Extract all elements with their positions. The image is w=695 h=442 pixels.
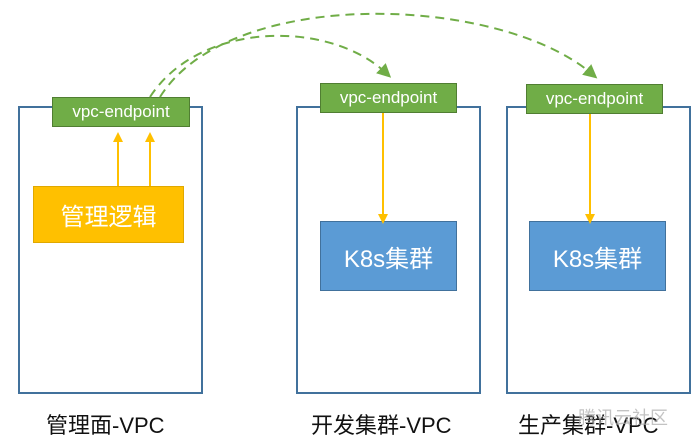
management-logic-box: 管理逻辑 [33, 186, 184, 243]
vpc-label-management: 管理面-VPC [46, 413, 165, 438]
dashed-link-to-dev-endpoint [149, 34, 392, 98]
k8s-cluster-box-dev: K8s集群 [320, 221, 457, 291]
vpc-label-dev-cluster: 开发集群-VPC [311, 413, 452, 438]
watermark-text: 腾讯云社区 [578, 408, 668, 428]
k8s-cluster-box-prod: K8s集群 [529, 221, 666, 291]
vpc-endpoint-management: vpc-endpoint [52, 97, 190, 127]
dashed-link-to-prod-endpoint [159, 12, 598, 98]
vpc-endpoint-dev-cluster: vpc-endpoint [320, 83, 457, 113]
vpc-endpoint-prod-cluster: vpc-endpoint [526, 84, 663, 114]
vpc-label-prod-cluster: 生产集群-VPC [518, 413, 659, 438]
vpc-box-management [18, 106, 203, 394]
